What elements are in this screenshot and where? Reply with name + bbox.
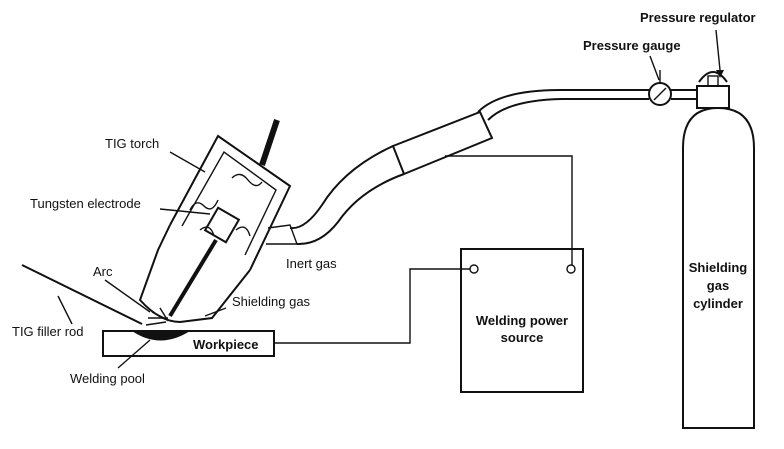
power-cables [274, 155, 573, 344]
label-cylinder-2: gas [707, 278, 729, 293]
label-pressure-regulator: Pressure regulator [640, 10, 756, 25]
label-tig-filler-rod: TIG filler rod [12, 324, 84, 339]
label-welding-pool: Welding pool [70, 371, 145, 386]
torch-top-rod [259, 119, 280, 166]
tungsten-electrode [168, 238, 218, 318]
label-arc: Arc [93, 264, 113, 279]
gas-hose [289, 89, 697, 246]
label-tungsten-electrode: Tungsten electrode [30, 196, 141, 211]
welding-pool-shape [132, 331, 190, 341]
shielding-gas-cylinder [682, 71, 755, 429]
label-cylinder-1: Shielding [689, 260, 748, 275]
arc-lines [145, 307, 169, 326]
label-cylinder-3: cylinder [693, 296, 743, 311]
flow-connector [391, 110, 494, 176]
label-pressure-gauge: Pressure gauge [583, 38, 681, 53]
welding-power-source: Welding power source [460, 248, 584, 393]
welding-power-source-label: Welding power [476, 313, 568, 328]
workpiece [102, 330, 275, 357]
pressure-regulator-knob [698, 71, 728, 83]
label-inert-gas: Inert gas [286, 256, 337, 271]
tig-torch [138, 119, 299, 326]
label-tig-torch: TIG torch [105, 136, 159, 151]
tungsten-electrode-holder [203, 206, 241, 244]
welding-power-source-label-2: source [501, 330, 544, 345]
pressure-gauge [648, 70, 672, 106]
label-workpiece: Workpiece [193, 337, 259, 352]
label-shielding-gas: Shielding gas [232, 294, 311, 309]
cylinder-valve [696, 85, 730, 109]
leader-lines [57, 29, 724, 369]
tig-filler-rod [21, 264, 143, 325]
